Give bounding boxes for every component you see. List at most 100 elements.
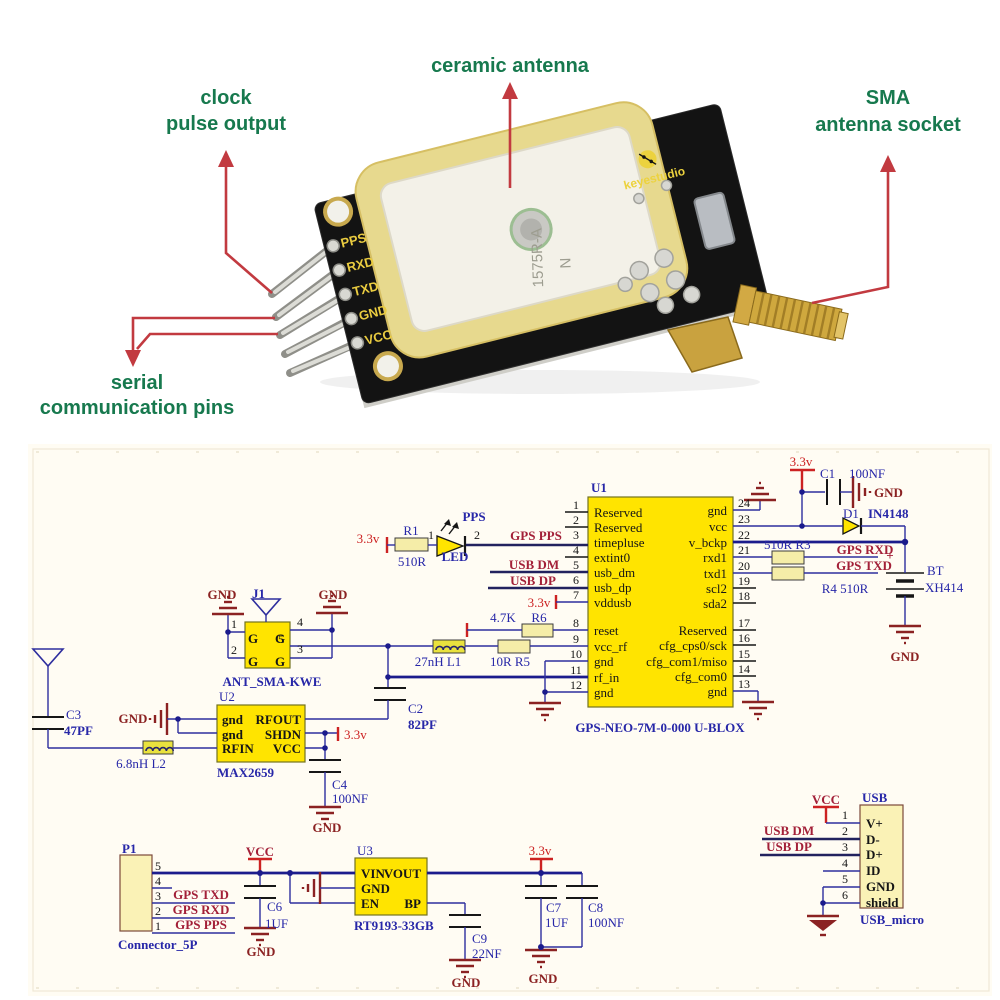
u1-pin15-name: cfg_com1/miso bbox=[646, 654, 727, 669]
pcb-silk-rxd: RXD bbox=[345, 254, 375, 275]
usb-vplus: V+ bbox=[866, 816, 883, 831]
u1-num-10: 10 bbox=[570, 647, 582, 661]
u1-pin14-name: cfg_com0 bbox=[675, 669, 727, 684]
usb-net-dm: USB DM bbox=[764, 823, 814, 838]
c7-ref: C7 bbox=[546, 900, 562, 915]
mounting-hole-top bbox=[323, 196, 354, 227]
c6-value: 1UF bbox=[265, 916, 288, 931]
p1-num-2: 2 bbox=[155, 904, 161, 918]
c8-value: 100NF bbox=[588, 915, 624, 930]
u1-num-7: 7 bbox=[573, 588, 579, 602]
c6-ref: C6 bbox=[267, 899, 283, 914]
resistor-r6 bbox=[521, 623, 554, 638]
u2-shdn: SHDN bbox=[265, 727, 302, 742]
r4-label: R4 510R bbox=[822, 581, 869, 596]
u1-pin22-name: v_bckp bbox=[689, 535, 727, 550]
usb-micro-connector bbox=[859, 804, 904, 909]
u1-num-20: 20 bbox=[738, 559, 750, 573]
r1-power: 3.3v bbox=[357, 531, 380, 546]
j1-gnd-left: GND bbox=[208, 587, 237, 602]
sma-arrow bbox=[811, 167, 890, 305]
solder-joints bbox=[617, 179, 701, 314]
ldo-power: 3.3v bbox=[529, 843, 552, 858]
sma-connector bbox=[666, 284, 849, 373]
u1-num-21: 21 bbox=[738, 543, 750, 557]
label-sma-2: antenna socket bbox=[815, 114, 961, 136]
p1-net-rxd: GPS RXD bbox=[173, 902, 230, 917]
bt-plus: + bbox=[886, 548, 893, 563]
pcb-silk-pps: PPS bbox=[339, 230, 368, 251]
u1-num-4: 4 bbox=[573, 543, 579, 557]
usb-id: ID bbox=[866, 863, 880, 878]
pin-holes bbox=[326, 239, 365, 350]
u1-num-5: 5 bbox=[573, 558, 579, 572]
u1-num-17: 17 bbox=[738, 616, 750, 630]
u2-lna-chip bbox=[216, 704, 306, 763]
usb-num-1: 1 bbox=[842, 808, 848, 822]
label-clock-1: clock bbox=[200, 87, 252, 109]
ext-antenna-icon bbox=[31, 648, 65, 668]
u1-ref: U1 bbox=[591, 480, 607, 495]
callout-arrows bbox=[125, 82, 896, 367]
u1-pin16-name: cfg_cps0/sck bbox=[659, 638, 727, 653]
j1-num-4: 4 bbox=[297, 615, 303, 629]
u1-num-13: 13 bbox=[738, 677, 750, 691]
c9-value: 22NF bbox=[472, 946, 502, 961]
u1-pin3-name: timepluse bbox=[594, 535, 645, 550]
antenna-feed-center bbox=[520, 218, 543, 241]
led-ref: LED bbox=[442, 549, 469, 564]
l2-label: 6.8nH L2 bbox=[116, 756, 166, 771]
u1-num-24: 24 bbox=[738, 496, 750, 510]
r6-ref: R6 bbox=[531, 610, 547, 625]
j1-num-1: 1 bbox=[231, 617, 237, 631]
sheet-frame bbox=[32, 448, 990, 992]
u1-num-18: 18 bbox=[738, 589, 750, 603]
u1-num-12: 12 bbox=[570, 678, 582, 692]
pin-header bbox=[268, 242, 361, 377]
u1-pin11-name: rf_in bbox=[594, 670, 620, 685]
u3-vin: VIN bbox=[361, 866, 385, 881]
u1-gps-chip bbox=[587, 496, 734, 708]
c4-ref: C4 bbox=[332, 777, 348, 792]
u1-num-23: 23 bbox=[738, 512, 750, 526]
u3-ref: U3 bbox=[357, 843, 373, 858]
c9-ref: C9 bbox=[472, 931, 487, 946]
c78-gnd: GND bbox=[529, 971, 558, 986]
p1-num-1: 1 bbox=[155, 919, 161, 933]
label-serial-2: communication pins bbox=[40, 397, 234, 419]
net-usb-dm: USB DM bbox=[509, 557, 559, 572]
micro-usb-shell bbox=[693, 191, 736, 250]
net-gps-rxd: GPS RXD bbox=[837, 542, 894, 557]
serial-arrow-1 bbox=[131, 316, 275, 352]
u2-vcc: VCC bbox=[273, 741, 301, 756]
usb-num-6: 6 bbox=[842, 888, 848, 902]
u1-pin10-name: gnd bbox=[594, 654, 614, 669]
u1-pin17-name: Reserved bbox=[679, 623, 728, 638]
p1-connector bbox=[119, 854, 153, 932]
c3-value: 47PF bbox=[64, 723, 93, 738]
u3-gnd: GND bbox=[361, 881, 390, 896]
label-serial-1: serial bbox=[111, 372, 163, 394]
c4-value: 100NF bbox=[332, 791, 368, 806]
led-net: PPS bbox=[462, 509, 485, 524]
antenna-marking: 1575R-A bbox=[528, 228, 547, 288]
u1-num-14: 14 bbox=[738, 662, 750, 676]
j1-num-3: 3 bbox=[297, 642, 303, 656]
bt-value: XH414 bbox=[925, 580, 964, 595]
u2-gnd-label: GND bbox=[119, 711, 148, 726]
p1-num-3: 3 bbox=[155, 889, 161, 903]
c4-gnd: GND bbox=[313, 820, 342, 835]
u1-pin1-name: Reserved bbox=[594, 505, 643, 520]
schematic-labels: U1ReservedReservedtimepluseextint0usb_dm… bbox=[64, 454, 964, 990]
resistor-r3 bbox=[771, 550, 805, 565]
usb-dplus: D+ bbox=[866, 847, 883, 862]
u1-pin9-name: vcc_rf bbox=[594, 639, 628, 654]
wires bbox=[32, 468, 923, 979]
label-sma-1: SMA bbox=[866, 87, 910, 109]
p1-name: Connector_5P bbox=[118, 937, 197, 952]
c8-ref: C8 bbox=[588, 900, 603, 915]
u1-pin24-name: gnd bbox=[708, 503, 728, 518]
